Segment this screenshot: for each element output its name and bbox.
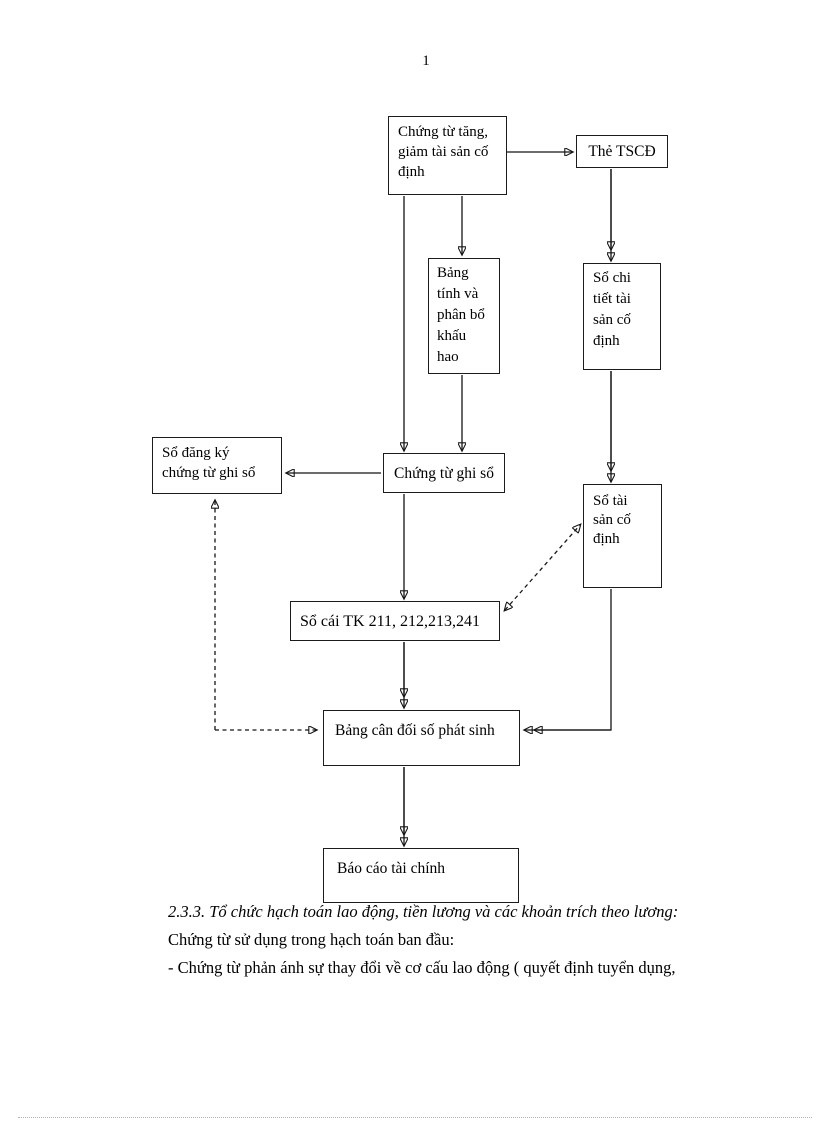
flow-box-label: Sổ cái TK 211, 212,213,241 (300, 612, 480, 630)
flow-box-bao-cao-tai-chinh: Báo cáo tài chính (323, 848, 519, 903)
dashed-arrow-socai-sotaisan (505, 525, 580, 610)
flow-box-bang-tinh-phan-bo-khau-hao: Bảng tính và phân bổ khấu hao (428, 258, 500, 374)
flow-box-the-tscd: Thẻ TSCĐ (576, 135, 668, 168)
body-text-line-1: Chứng từ sử dụng trong hạch toán ban đầu… (168, 930, 455, 949)
flow-box-label: Chứng từ ghi sổ (394, 464, 494, 482)
section-heading: 2.3.3. Tổ chức hạch toán lao động, tiền … (168, 902, 679, 921)
flow-box-chung-tu-tang-giam: Chứng từ tăng, giảm tài sản cố định (388, 116, 507, 195)
page-bottom-dotted-line (18, 1117, 812, 1118)
arrow-sotaisan-to-bangcandoi (525, 589, 612, 730)
flow-box-so-dang-ky-chung-tu-ghi-so: Sổ đăng ký chứng từ ghi sổ (152, 437, 282, 494)
flow-box-label: Bảng tính và phân bổ khấu hao (437, 265, 485, 365)
flow-box-label: Sổ tài sản cố định (593, 493, 631, 547)
flow-box-chung-tu-ghi-so: Chứng từ ghi sổ (383, 453, 505, 493)
flow-box-label: Bảng cân đối số phát sinh (335, 722, 495, 739)
flow-box-so-tai-san-co-dinh: Sổ tài sản cố định (583, 484, 662, 588)
flow-box-label: Sổ chi tiết tài sản cố định (593, 270, 631, 349)
flow-box-so-chi-tiet-tai-san-co-dinh: Sổ chi tiết tài sản cố định (583, 263, 661, 370)
page-number: 1 (422, 53, 430, 69)
flow-box-label: Thẻ TSCĐ (588, 143, 656, 160)
body-text-line-2: - Chứng từ phản ánh sự thay đổi về cơ cấ… (168, 958, 676, 977)
flow-box-label: Sổ đăng ký chứng từ ghi sổ (162, 445, 256, 481)
flow-box-bang-can-doi-so-phat-sinh: Bảng cân đối số phát sinh (323, 710, 520, 766)
flow-box-label: Báo cáo tài chính (337, 860, 446, 877)
flow-box-label: Chứng từ tăng, giảm tài sản cố định (398, 124, 489, 180)
flow-box-so-cai-tk: Sổ cái TK 211, 212,213,241 (290, 601, 500, 641)
